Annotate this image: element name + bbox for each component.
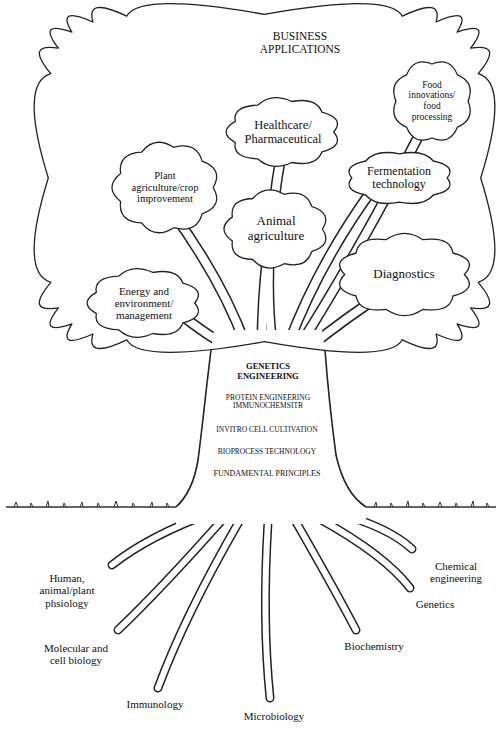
root-label: Microbiology — [236, 710, 312, 722]
cloud-label: Food innovations/ food processing — [404, 80, 461, 123]
root-label: Human, animal/plant phsiology — [30, 572, 104, 609]
application-cloud: Animal agriculture — [222, 188, 330, 270]
root-label: Chemical engineering — [420, 560, 492, 585]
application-cloud: Plant agriculture/crop improvement — [110, 140, 221, 235]
root — [318, 518, 410, 588]
root — [265, 522, 270, 698]
trunk-edge — [325, 350, 366, 507]
cloud-label: Plant agriculture/crop improvement — [128, 170, 203, 205]
cloud-label: Energy and environment/ management — [104, 285, 184, 322]
trunk-label: BIOPROCESS TECHNOLOGY — [205, 448, 329, 456]
root — [265, 522, 270, 698]
application-cloud: Energy and environment/ management — [85, 267, 203, 339]
cloud-shape — [394, 62, 471, 140]
region-heading: BUSINESS APPLICATIONS — [240, 30, 360, 56]
cloud-label: Diagnostics — [357, 267, 451, 282]
trunk-label: PROTEIN ENGINEERING IMMUNOCHEMSITR — [212, 394, 324, 411]
application-cloud: Food innovations/ food processing — [390, 58, 474, 144]
root-label: Immunology — [120, 698, 190, 710]
application-region: BUSINESS APPLICATIONS Healthcare/ Pharmac… — [32, 2, 497, 354]
root-fills — [112, 512, 412, 698]
application-cloud: Fermentation technology — [344, 150, 455, 206]
application-cloud: Healthcare/ Pharmaceutical — [224, 96, 342, 168]
root — [318, 518, 410, 588]
cloud-shape — [34, 4, 495, 353]
root-label: Molecular and cell biology — [42, 642, 110, 667]
cloud-shape — [87, 269, 198, 338]
trunk-label: INVITRO CELL CULTIVATION — [205, 426, 329, 434]
root-label: Biochemistry — [336, 640, 412, 652]
grass — [14, 501, 489, 507]
trunk-label: FUNDAMENTAL PRINCIPLES — [204, 470, 330, 479]
cloud-shape — [339, 233, 469, 315]
cloud-shape — [348, 152, 449, 203]
root-outlines — [112, 512, 412, 698]
trunk-edge — [176, 350, 211, 507]
trunk-label: GENETICS ENGINEERING — [231, 362, 305, 381]
trunk-fill — [176, 330, 366, 524]
cloud-label: Animal agriculture — [240, 214, 313, 243]
cloud-shape — [226, 98, 337, 167]
cloud-label: Healthcare/ Pharmaceutical — [243, 118, 323, 146]
root — [158, 520, 240, 688]
cloud-shape — [111, 142, 216, 233]
root-label: Genetics — [408, 598, 462, 610]
cloud-shape — [224, 190, 326, 268]
application-cloud: Diagnostics — [335, 232, 474, 317]
cloud-label: Fermentation technology — [362, 165, 437, 192]
